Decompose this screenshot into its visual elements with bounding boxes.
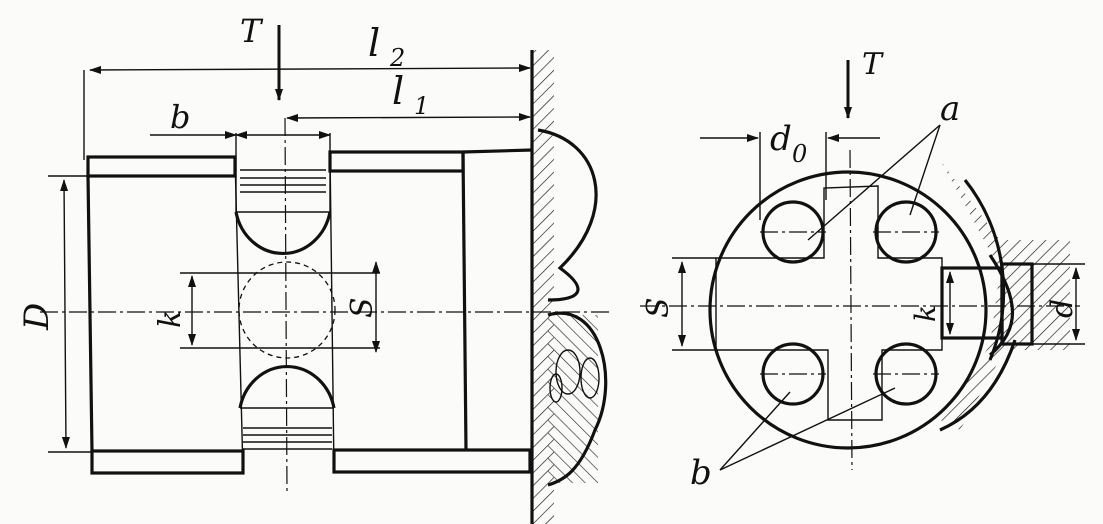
wall-boss (537, 128, 608, 487)
label-s-left: S (345, 297, 380, 318)
force-t-right: T (844, 47, 884, 119)
label-D: D (17, 303, 57, 331)
label-d0: d (770, 119, 792, 159)
lower-ball (238, 364, 336, 450)
label-d0-sub: 0 (792, 140, 807, 168)
dimension-d-big: D (17, 175, 92, 453)
bolt (988, 254, 1034, 357)
label-k-left: k (153, 310, 188, 328)
label-b-right: b (690, 453, 712, 493)
dimension-d0: d 0 (700, 119, 880, 220)
dimension-b: b (150, 98, 331, 139)
dimension-k-left: k (153, 275, 196, 346)
label-b: b (170, 98, 190, 136)
cross-key (715, 185, 1004, 421)
dimension-l1: l 1 (286, 69, 531, 122)
dimension-k-right: k (909, 271, 954, 335)
disc (708, 170, 988, 450)
label-l1-sub: 1 (414, 92, 429, 120)
label-l2-sub: 2 (389, 44, 405, 72)
label-d-right: d (1045, 299, 1080, 318)
dimension-d-right: d (1032, 263, 1085, 345)
label-t-left: T (240, 12, 264, 50)
left-view: l 2 l 1 b T D k (17, 12, 610, 524)
force-t-left: T (240, 12, 283, 101)
dimension-s-right: S (641, 257, 716, 351)
label-l2: l (368, 21, 380, 65)
label-a: a (940, 89, 960, 129)
label-l1: l (392, 69, 404, 113)
balls (760, 200, 939, 406)
label-a-group: a (807, 89, 960, 241)
tube-bottom-wall (90, 448, 532, 475)
dimension-l2: l 2 (83, 21, 531, 160)
upper-ball (234, 133, 332, 256)
tube-top-wall (86, 150, 465, 178)
label-t-right: T (862, 47, 884, 82)
label-s-right: S (641, 297, 676, 318)
label-b-group: b (690, 387, 896, 493)
middle-ball-dashed (180, 261, 380, 359)
dimension-s-left: S (345, 261, 380, 353)
right-view: T d 0 a b S (640, 47, 1085, 493)
label-k-right: k (909, 305, 942, 322)
